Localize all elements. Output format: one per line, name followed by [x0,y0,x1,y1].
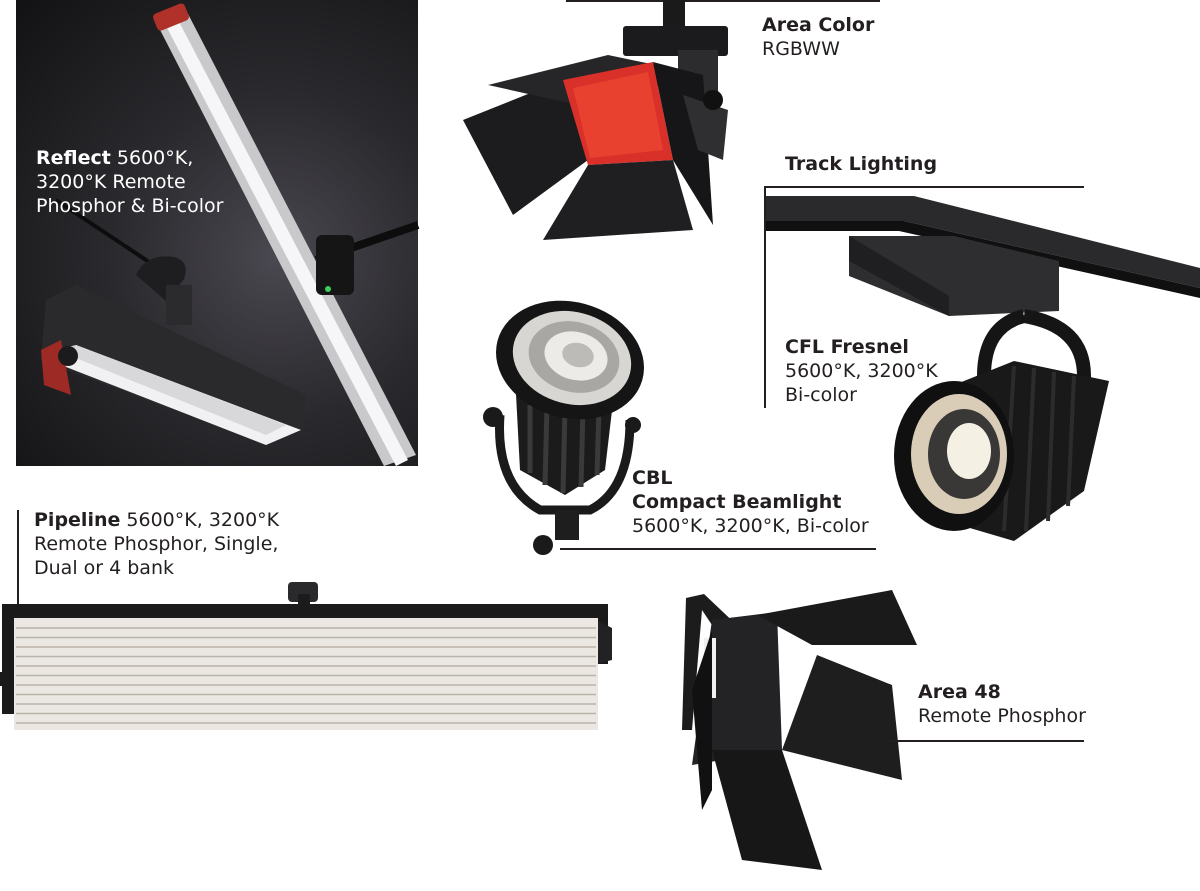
area-color-name: Area Color [762,14,875,36]
area-48-spec: Remote Phosphor [918,705,1086,727]
pipeline-fixture [0,582,612,730]
pipeline-top-rail [2,604,608,618]
reflect-short-fixture [41,285,306,445]
pipeline-tube-panel [14,618,598,730]
area-48-name: Area 48 [918,681,1001,703]
cbl-fixture [483,300,644,555]
cfl-fresnel-spec-1: 5600°K, 3200°K [785,360,938,382]
reflect-spec-1: 5600°K, [116,147,194,169]
pipeline-spec-3: Dual or 4 bank [34,557,174,579]
reflect-name: Reflect [36,147,111,169]
reflect-spec-3: Phosphor & Bi-color [36,195,224,217]
cbl-rule [560,548,876,550]
track-lighting-rule [764,186,1084,188]
area-color-spec: RGBWW [762,38,840,60]
pipeline-label: Pipeline 5600°K, 3200°K Remote Phosphor,… [34,508,279,580]
track-lighting-label: Track Lighting [785,152,937,176]
cfl-fresnel-name: CFL Fresnel [785,336,909,358]
area-color-rule [566,0,880,2]
reflect-tube-cap [153,3,189,31]
area-48-fixture [682,590,917,870]
cbl-name: CBL [632,467,673,489]
pipeline-spec-1: 5600°K, 3200°K [126,509,280,531]
cbl-name-line2: Compact Beamlight [632,491,842,513]
track-lighting-vertical-rule [764,186,766,408]
track-lighting-name: Track Lighting [785,153,938,175]
track-adapter [849,236,1059,316]
cbl-label: CBL Compact Beamlight 5600°K, 3200°K, Bi… [632,466,869,538]
reflect-fixture-illustration [41,3,420,466]
track-rail [766,196,1200,288]
track-lighting-fixture [766,196,1200,541]
reflect-label: Reflect 5600°K, 3200°K Remote Phosphor &… [36,146,266,218]
cbl-spec: 5600°K, 3200°K, Bi-color [632,515,869,537]
reflect-spec-2: 3200°K Remote [36,171,186,193]
pipeline-vertical-rule [17,510,19,605]
cfl-fresnel-spec-2: Bi-color [785,384,857,406]
area-color-label: Area Color RGBWW [762,13,874,61]
pipeline-spec-2: Remote Phosphor, Single, [34,533,279,555]
area-color-fixture [463,0,728,240]
cfl-fresnel-label: CFL Fresnel 5600°K, 3200°K Bi-color [785,335,938,407]
area-48-label: Area 48 Remote Phosphor [918,680,1086,728]
reflect-photo: Reflect 5600°K, 3200°K Remote Phosphor &… [16,0,420,466]
pipeline-name: Pipeline [34,509,121,531]
area-48-rule [888,740,1084,742]
